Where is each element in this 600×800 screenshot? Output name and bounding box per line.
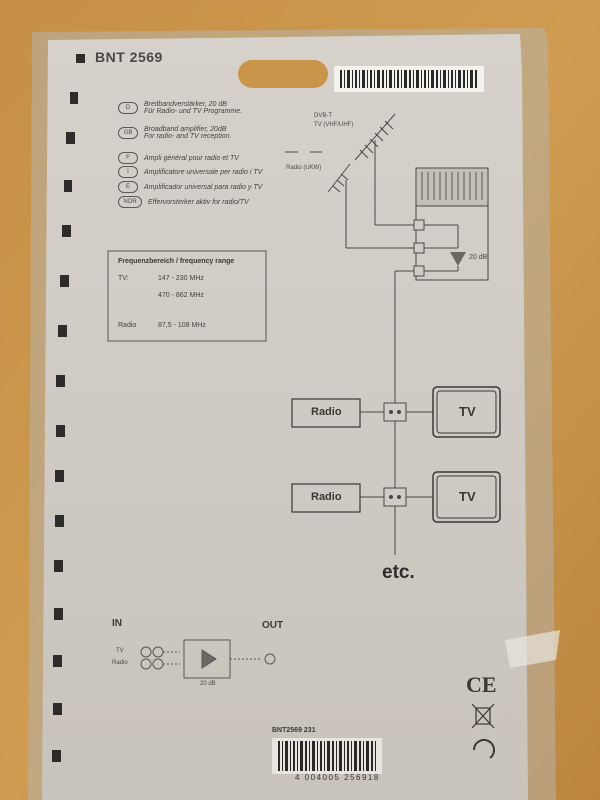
antenna-radio <box>285 151 414 249</box>
schematic-tv-label: TV <box>116 648 124 654</box>
model-number: BNT 2569 <box>95 49 163 65</box>
hang-hole <box>238 60 328 88</box>
splitter-2 <box>383 487 407 507</box>
lang-row-it: I Amplificatore universale per radio i T… <box>118 165 262 179</box>
tv-set-2 <box>432 471 501 523</box>
freq-radio-range: 87,5 - 108 MHz <box>158 322 206 329</box>
ce-mark: CE <box>466 672 497 697</box>
barcode-digits: 4 004005 256918 <box>295 773 380 782</box>
amplifier-housing <box>413 167 489 281</box>
radio-box-1 <box>291 398 361 428</box>
tv-box-label-2: TV <box>459 489 476 504</box>
lang-row-es: E Amplificador universal para radio y TV <box>118 180 262 194</box>
radio-box-2 <box>291 483 361 513</box>
schematic-gain-label: 20 dB <box>200 681 216 687</box>
barcode-bars-top <box>340 70 477 88</box>
weee-bin-icon <box>471 703 495 729</box>
frequency-box <box>107 250 267 342</box>
amp-gain-label: 20 dB <box>469 254 488 261</box>
lang-badge: I <box>118 166 138 178</box>
lang-text: Amplificador universal para radio y TV <box>144 183 263 191</box>
bottom-product-code: BNT2569 231 <box>272 727 316 734</box>
tv-set-1 <box>432 386 501 438</box>
freq-tv-range-1: 147 - 230 MHz <box>158 275 204 282</box>
out-label: OUT <box>262 620 284 631</box>
barcode-bars-bottom <box>278 741 376 771</box>
lang-badge: GB <box>118 127 138 139</box>
lang-text: Amplificatore universale per radio i TV <box>144 168 263 176</box>
tv-band-label: TV (VHF/UHF) <box>314 122 354 128</box>
lang-text: Effervorsterker aktiv for radio/TV <box>148 198 249 206</box>
lang-badge: F <box>118 152 138 164</box>
radio-box-label-2: Radio <box>311 491 342 503</box>
freq-tv-range-2: 470 - 862 MHz <box>158 292 204 299</box>
radio-box-label-1: Radio <box>311 406 342 418</box>
freq-tv-label: TV: <box>118 275 129 282</box>
recycle-icon <box>473 739 495 759</box>
freq-radio-label: Radio <box>118 322 137 329</box>
in-label: IN <box>112 618 122 629</box>
etc-label: etc. <box>382 562 415 583</box>
dvbt-label: DVB-T <box>314 113 332 119</box>
torn-edge <box>505 630 560 668</box>
lang-badge: D <box>118 102 138 114</box>
radio-band-label: Radio (UKW) <box>286 165 322 171</box>
tv-box-label-1: TV <box>459 404 476 419</box>
splitter-1 <box>383 402 407 422</box>
lang-badge: E <box>118 181 138 193</box>
lang-row-no: NOR Effervorsterker aktiv for radio/TV <box>118 195 249 209</box>
card-body <box>42 34 528 800</box>
lang-badge: NOR <box>118 196 142 208</box>
antenna-tv <box>354 113 414 226</box>
io-schematic <box>140 639 276 679</box>
left-perforations <box>52 54 85 762</box>
lang-row-fr: F Ampli général pour radio et TV <box>118 151 239 165</box>
lang-text: Ampli général pour radio et TV <box>144 154 239 162</box>
schematic-radio-label: Radio <box>112 660 128 666</box>
frequency-title: Frequenzbereich / frequency range <box>118 258 235 265</box>
